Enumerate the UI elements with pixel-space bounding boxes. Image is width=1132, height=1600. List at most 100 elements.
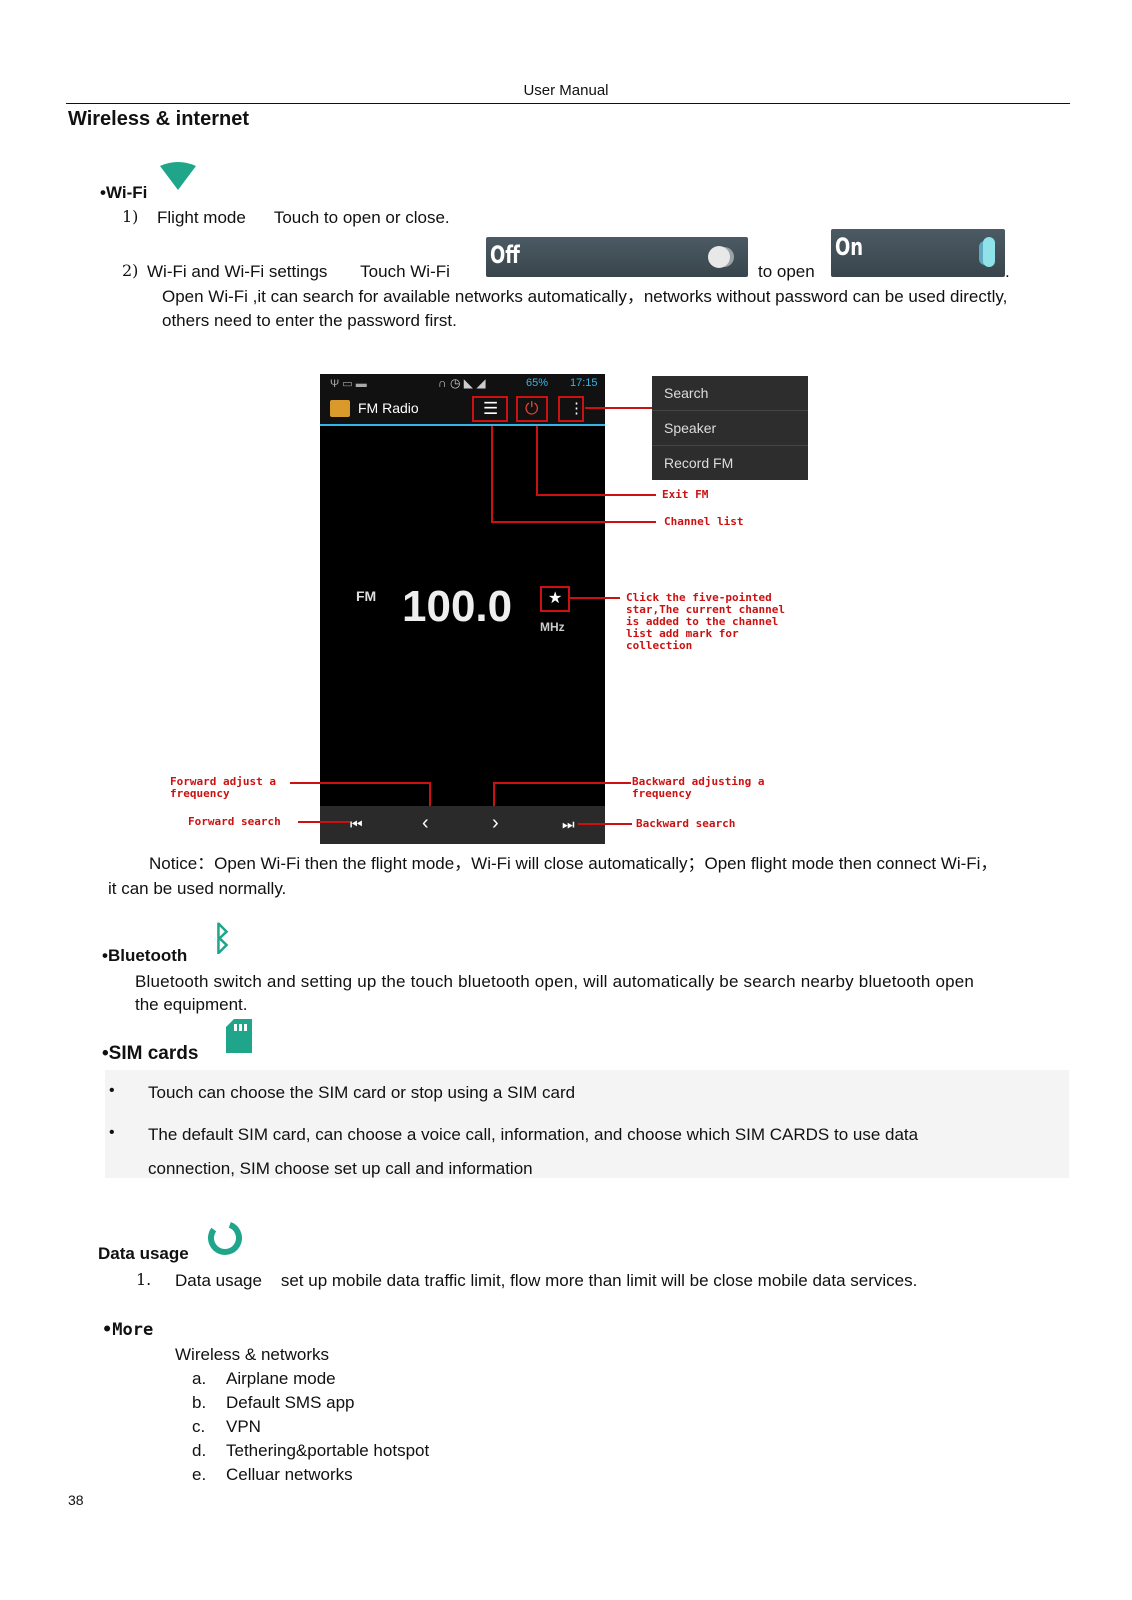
bluetooth-line1: Bluetooth switch and setting up the touc… xyxy=(135,972,975,991)
list-item-label: Airplane mode xyxy=(226,1369,336,1388)
callout-backward-search: Backward search xyxy=(636,817,736,830)
callout-line-exit-h xyxy=(536,494,656,496)
list-item-label: Default SMS app xyxy=(226,1393,355,1412)
chevron-right-icon[interactable]: › xyxy=(492,812,499,834)
list-item: a. Airplane mode xyxy=(192,1367,429,1391)
wifi-item2-number: 2) xyxy=(122,261,139,280)
skip-next-icon[interactable]: ⏭ xyxy=(562,816,575,832)
page-number: 38 xyxy=(68,1492,84,1508)
wifi-toggle-off[interactable]: Off xyxy=(486,237,748,277)
callout-channel-list: Channel list xyxy=(664,515,744,528)
callout-line-forward-adjust xyxy=(290,782,430,784)
sim-heading: •SIM cards xyxy=(102,1043,199,1064)
chevron-left-icon[interactable]: ‹ xyxy=(422,812,429,834)
callout-line-backward-search xyxy=(578,823,632,825)
skip-previous-icon[interactable]: ⏮ xyxy=(350,816,363,832)
more-subheading: Wireless & networks xyxy=(175,1345,329,1364)
toggle-on-label: On xyxy=(835,233,864,261)
bluetooth-icon: ᛒ xyxy=(212,920,233,958)
menu-item-record-fm[interactable]: Record FM xyxy=(664,455,734,471)
list-item-label: Celluar networks xyxy=(226,1465,353,1484)
list-item: d.Tethering&portable hotspot xyxy=(192,1439,429,1463)
bullet-dot: • xyxy=(109,1082,115,1099)
callout-line-forward-search xyxy=(298,821,350,823)
tuning-controls: ⏮ ‹ › ⏭ xyxy=(320,806,605,844)
header-rule xyxy=(66,103,1070,104)
running-header: User Manual xyxy=(523,82,609,99)
exit-fm-button[interactable]: ⏻ xyxy=(516,396,548,422)
wifi-toggle-on[interactable]: On xyxy=(831,229,1005,277)
overflow-menu-button[interactable]: ⋮ xyxy=(558,396,584,422)
data-usage-heading: Data usage xyxy=(98,1244,189,1263)
callout-line-menu xyxy=(585,407,652,409)
list-item-letter: e. xyxy=(192,1465,207,1484)
wifi-heading: •Wi-Fi xyxy=(100,183,148,202)
wifi-icon xyxy=(160,162,196,190)
toggle-knob xyxy=(983,237,995,267)
status-bar: Ψ ▭ ▬ ∩ ◷ ◣ ◢ 65% 17:15 xyxy=(320,374,605,394)
callout-exit-fm: Exit FM xyxy=(662,488,709,501)
callout-forward-search: Forward search xyxy=(188,815,281,828)
menu-item-search[interactable]: Search xyxy=(652,376,808,411)
list-icon: ☰ xyxy=(483,399,499,418)
more-list: a.Airplane mode b.Default SMS app c.VPN … xyxy=(192,1367,429,1487)
list-item-letter: b. xyxy=(192,1393,207,1412)
band-label: FM xyxy=(356,588,377,604)
list-item: b. Default SMS app xyxy=(192,1391,429,1415)
sim-card-icon xyxy=(226,1019,252,1053)
callout-line-channel-h xyxy=(491,521,656,523)
wifi-description-line1: Open Wi-Fi ,it can search for available … xyxy=(162,287,1008,306)
callout-line-exit-v xyxy=(536,426,538,494)
list-item-letter: d. xyxy=(192,1441,207,1460)
list-item: e. Celluar networks xyxy=(192,1463,429,1487)
to-open-label: to open xyxy=(758,262,815,281)
star-icon: ★ xyxy=(548,590,563,607)
radio-app-icon xyxy=(330,400,350,417)
overflow-menu: Search Speaker Record FM xyxy=(652,376,808,480)
wifi-item1-number: 1) xyxy=(122,207,139,226)
list-item-label: VPN xyxy=(226,1417,261,1436)
app-title: FM Radio xyxy=(358,400,419,416)
sim-bullet2-line1: The default SIM card, can choose a voice… xyxy=(148,1125,919,1144)
toggle-off-label: Off xyxy=(490,241,520,269)
data-usage-text: Data usage set up mobile data traffic li… xyxy=(175,1271,918,1290)
callout-star-note: Click the five-pointed star,The current … xyxy=(626,591,785,652)
notice-line1: Notice：Open Wi-Fi then the flight mode，W… xyxy=(149,854,998,873)
fm-radio-screenshot: Ψ ▭ ▬ ∩ ◷ ◣ ◢ 65% 17:15 FM Radio ☰ ⏻ ⋮ F… xyxy=(320,374,605,844)
data-usage-number: 1. xyxy=(136,1270,152,1289)
period: . xyxy=(1005,262,1010,281)
status-time: 17:15 xyxy=(570,377,598,389)
list-item-letter: c. xyxy=(192,1417,206,1436)
more-heading: •More xyxy=(102,1320,154,1340)
sim-bullet2-line2: connection, SIM choose set up call and i… xyxy=(148,1159,533,1178)
menu-item-speaker[interactable]: Speaker xyxy=(652,411,808,446)
frequency-unit: MHz xyxy=(540,620,565,634)
usb-icon: Ψ ▭ ▬ xyxy=(330,378,367,390)
list-item: c. VPN xyxy=(192,1415,429,1439)
sim-bullet1: Touch can choose the SIM card or stop us… xyxy=(148,1083,576,1102)
notice-line2: it can be used normally. xyxy=(108,879,287,898)
wifi-description-line2: others need to enter the password first. xyxy=(162,311,457,330)
toggle-knob xyxy=(708,246,730,268)
frequency-display: 100.0 xyxy=(402,582,513,631)
data-usage-icon xyxy=(208,1221,242,1255)
battery-percent: 65% xyxy=(526,377,549,389)
more-vert-icon: ⋮ xyxy=(569,400,584,417)
callout-line-star xyxy=(570,597,620,599)
app-bar: FM Radio ☰ ⏻ ⋮ xyxy=(320,394,605,424)
wifi-item2-text: Wi-Fi and Wi-Fi settings Touch Wi-Fi xyxy=(147,262,450,281)
status-icons: ∩ ◷ ◣ ◢ xyxy=(438,376,486,390)
wifi-item1-text: Flight mode Touch to open or close. xyxy=(157,208,450,227)
power-icon: ⏻ xyxy=(525,399,539,418)
callout-line-backward-adjust xyxy=(493,782,631,784)
callout-line-channel-v xyxy=(491,426,493,521)
app-bar-divider xyxy=(320,424,605,426)
callout-line-backward-adjust-v xyxy=(493,782,495,806)
bluetooth-heading: •Bluetooth xyxy=(102,946,188,965)
callout-forward-adjust: Forward adjust a frequency xyxy=(170,775,276,800)
channel-list-button[interactable]: ☰ xyxy=(472,396,508,422)
callout-backward-adjust: Backward adjusting a frequency xyxy=(632,775,765,800)
favorite-star-button[interactable]: ★ xyxy=(540,586,570,612)
page-title: Wireless & internet xyxy=(68,108,249,130)
list-item-letter: a. xyxy=(192,1369,207,1388)
